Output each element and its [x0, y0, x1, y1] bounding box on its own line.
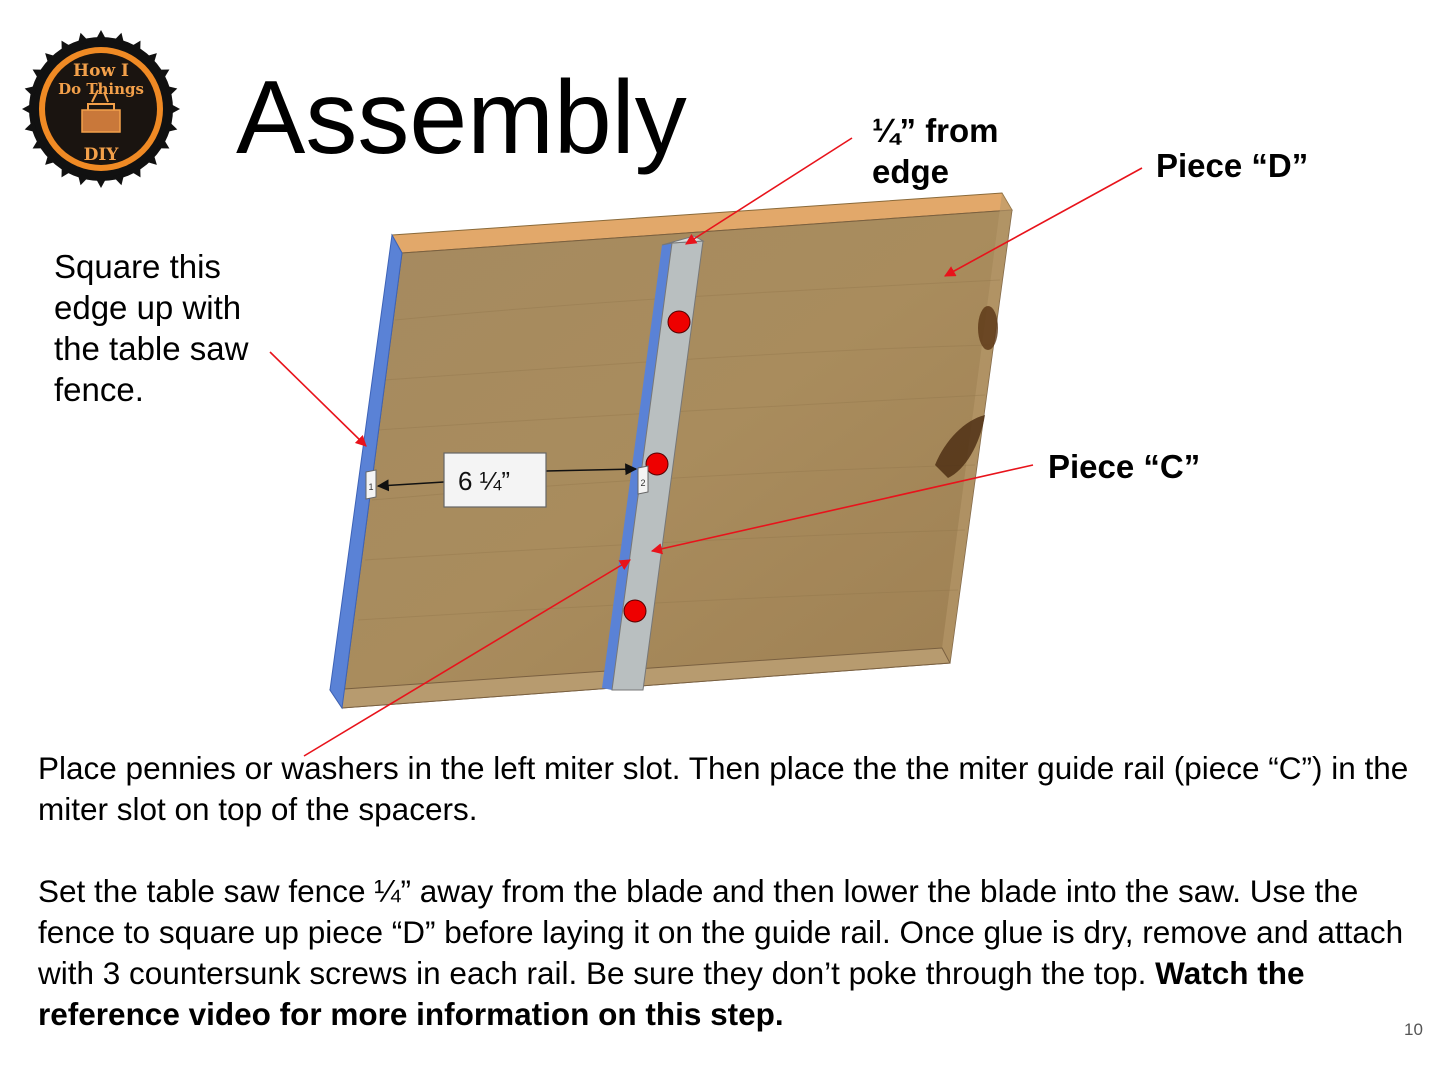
- screw-position-dot: [667, 310, 691, 334]
- instruction-paragraph-2-text: Set the table saw fence ¼” away from the…: [38, 873, 1404, 991]
- instructions: Place pennies or washers in the left mit…: [38, 748, 1418, 1035]
- dimension-line: [545, 463, 638, 476]
- board-piece-d: [329, 192, 1013, 709]
- piece-c-label: Piece “C”: [1048, 448, 1201, 485]
- dimension-label: 6 ¼”: [458, 466, 510, 496]
- callout-arrow-quarter: [685, 137, 853, 245]
- callout-arrow-miter-slot: [303, 559, 631, 757]
- callout-arrow-piece-c: [650, 464, 1034, 555]
- instruction-paragraph-1: Place pennies or washers in the left mit…: [38, 750, 1409, 827]
- edge-square-note: Square this edge up with the table saw f…: [54, 248, 249, 408]
- screw-position-dot: [645, 452, 669, 476]
- page-number: 10: [1404, 1020, 1423, 1039]
- wood-knot: [935, 415, 985, 478]
- callout-arrow-edge: [269, 351, 367, 447]
- svg-text:2: 2: [640, 478, 645, 488]
- dimension-marker-1: 1: [365, 469, 377, 500]
- quarter-inch-note-line2: edge: [872, 153, 950, 190]
- svg-text:1: 1: [368, 482, 373, 492]
- how-i-do-things-logo: How I Do Things DIY: [22, 30, 180, 188]
- quarter-inch-note-line1: ¼” from: [872, 112, 999, 149]
- wood-knot: [978, 306, 998, 350]
- screw-position-dot: [623, 599, 647, 623]
- piece-d-label: Piece “D”: [1156, 147, 1309, 184]
- quarter-inch-note: ¼” from edge: [872, 110, 1042, 192]
- callout-arrow-piece-d: [944, 167, 1143, 277]
- logo-text-line3: DIY: [84, 145, 120, 165]
- logo-text-line2: Do Things: [58, 80, 144, 98]
- dimension-line: [376, 479, 445, 492]
- logo-text-line1: How I: [73, 61, 129, 81]
- saw-blade-icon: [22, 30, 180, 188]
- dimension-label-box: [443, 452, 547, 508]
- page-title: Assembly: [236, 60, 687, 176]
- dimension-marker-2: 2: [637, 465, 649, 495]
- toolbox-icon: [81, 89, 121, 133]
- reference-video-note: Watch the reference video for more infor…: [38, 955, 1305, 1032]
- instruction-paragraph-2: Set the table saw fence ¼” away from the…: [38, 871, 1418, 1035]
